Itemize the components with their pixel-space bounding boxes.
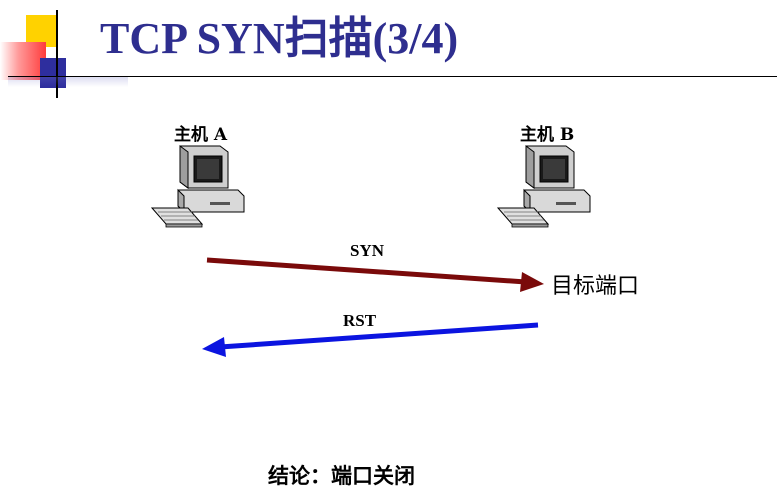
conclusion-text: 结论：端口关闭 [268,464,415,488]
rst-label: RST [343,311,377,330]
host-a-label: 主机 A [174,125,228,145]
deco-horizontal-line-fade [8,77,128,87]
computer-icon [496,145,591,228]
syn-arrow [206,257,544,292]
deco-vertical-line [56,10,58,98]
host-b-label: 主机 B [520,125,575,145]
deco-red-square [0,42,46,80]
deco-horizontal-line [8,76,777,77]
syn-label: SYN [350,241,385,260]
target-port-label: 目标端口 [551,274,640,299]
rst-arrow [202,322,539,357]
slide-title: TCP SYN扫描(3/4) [100,14,459,63]
deco-yellow-square [26,15,56,47]
computer-icon [150,145,245,228]
corner-decoration [0,0,777,110]
deco-blue-square [40,58,66,88]
